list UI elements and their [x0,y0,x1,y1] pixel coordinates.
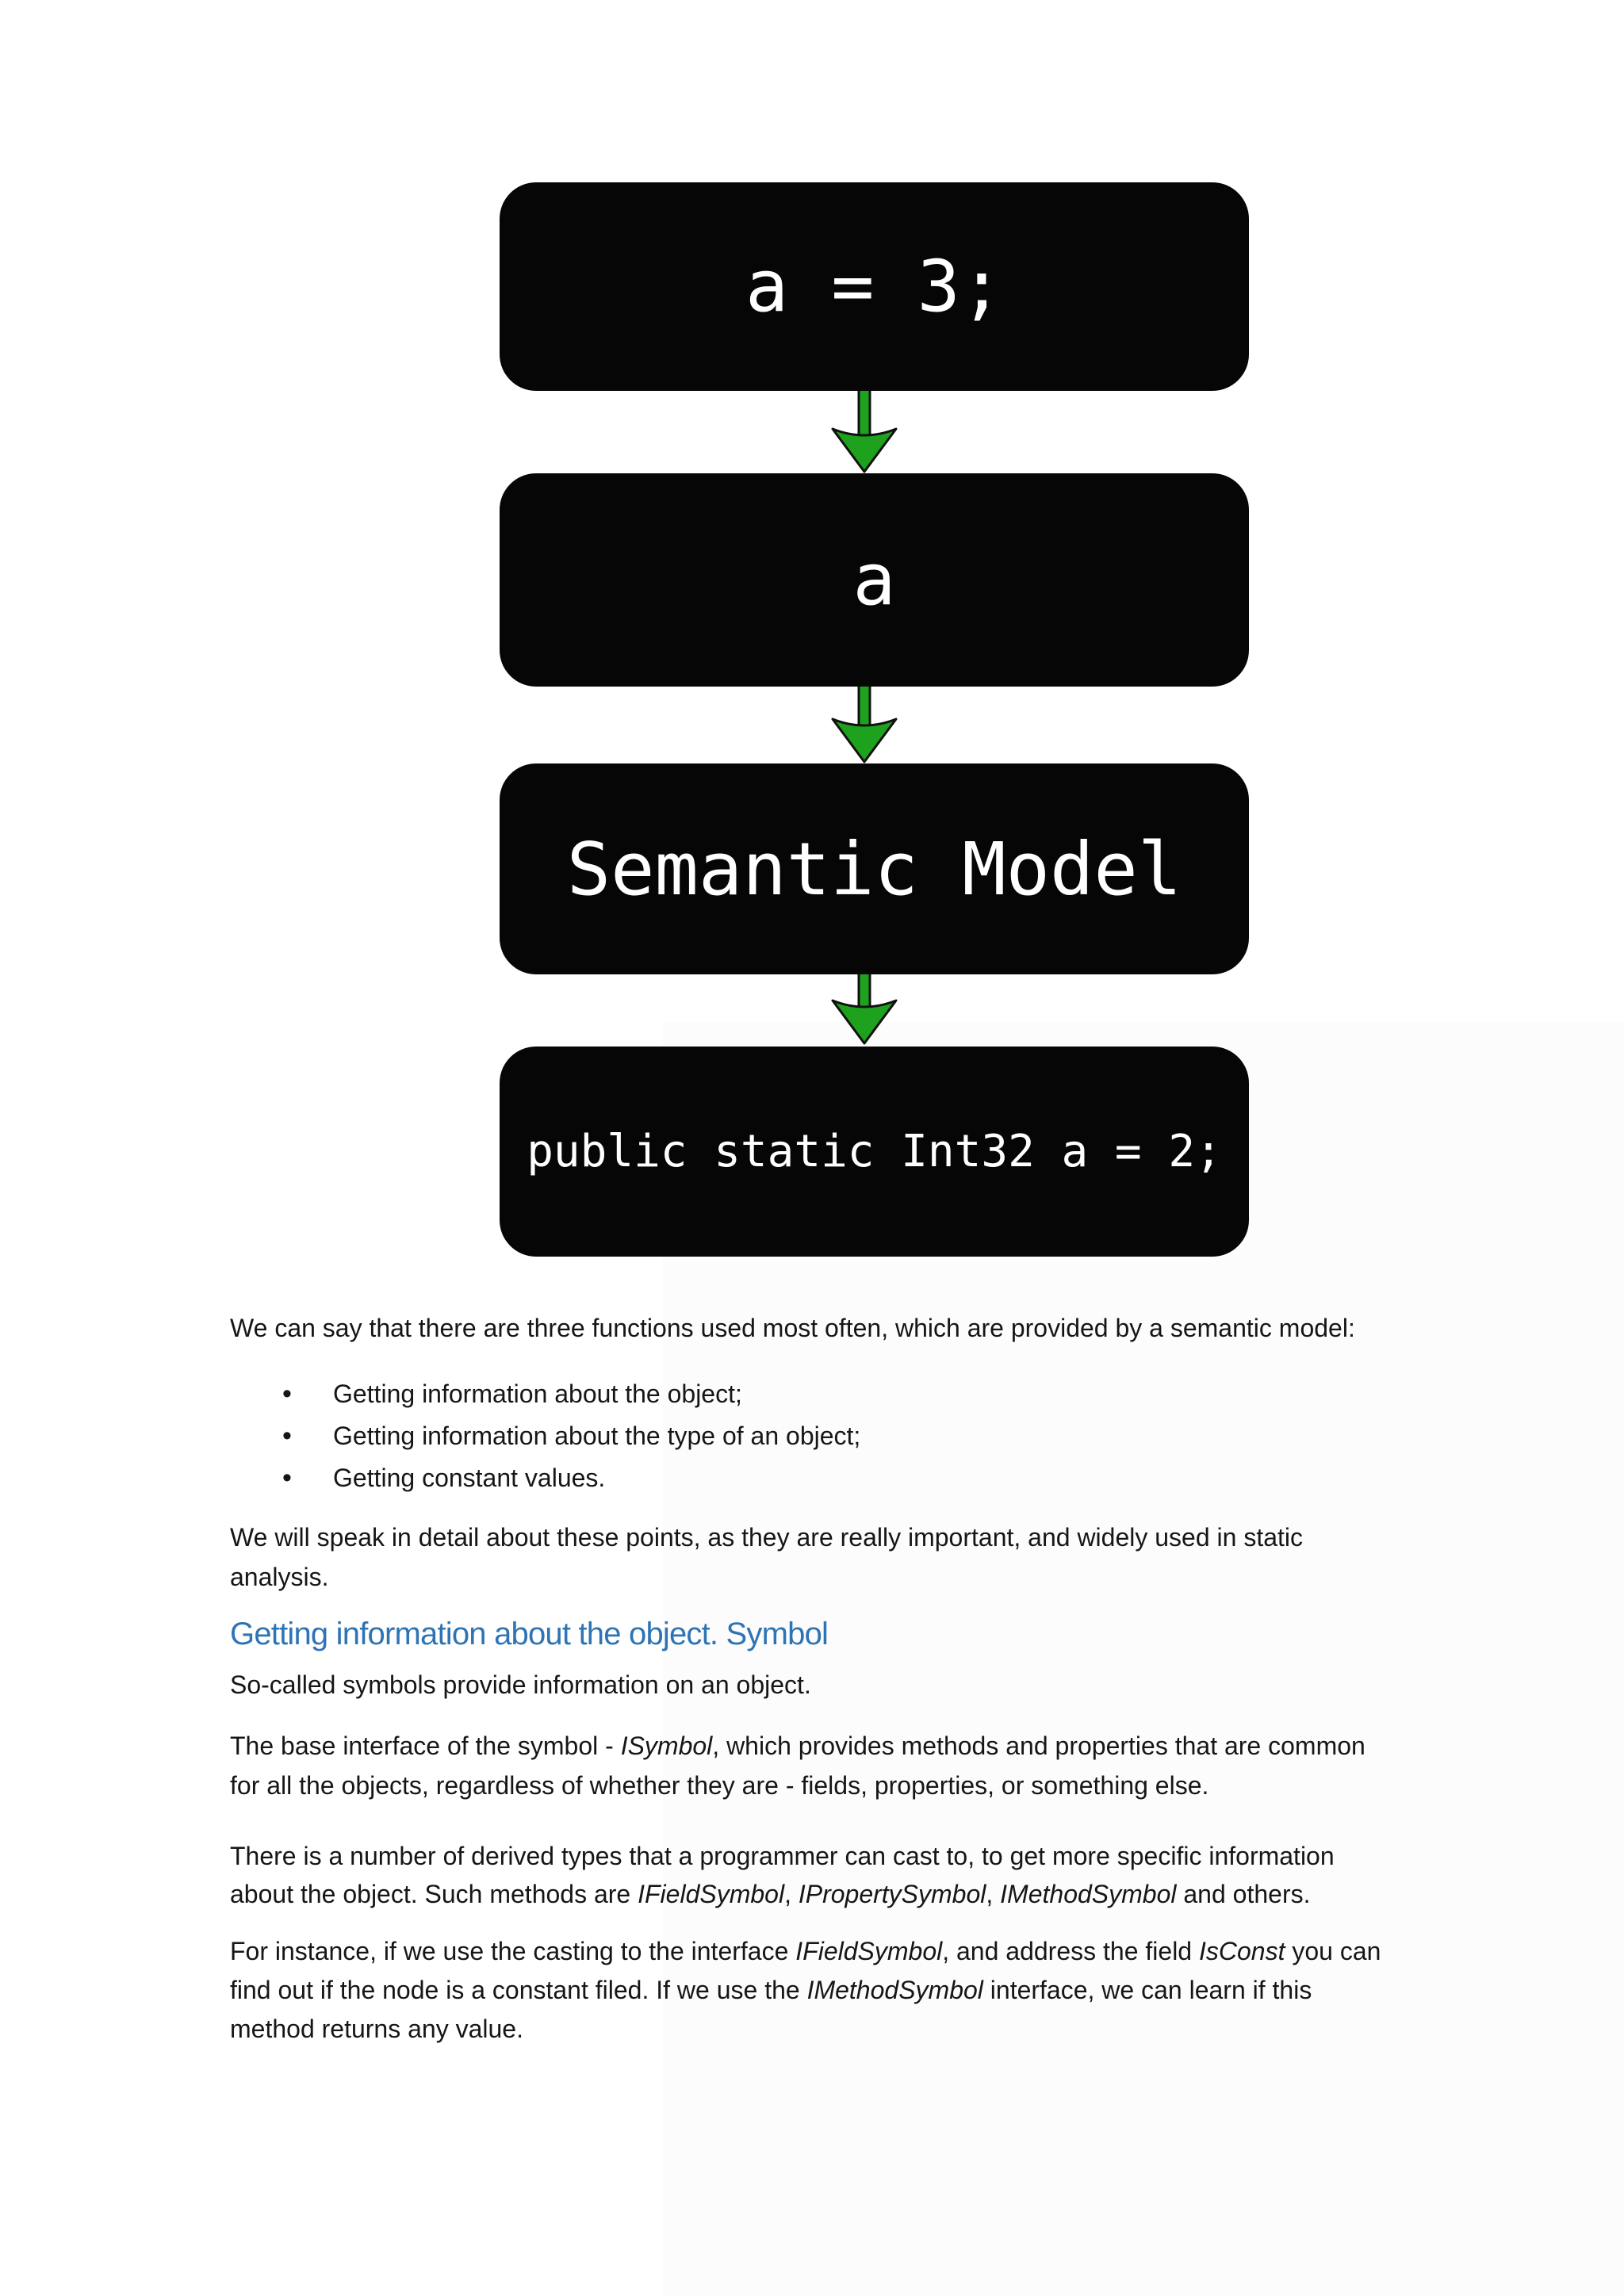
code-box-node: a [500,473,1249,687]
text-line: for all the objects, regardless of wheth… [230,1771,1209,1800]
bullet-list-item: • Getting information about the object; [230,1373,1499,1415]
socalled-paragraph: So-called symbols provide information on… [230,1665,1499,1705]
functions-bullet-list: • Getting information about the object; • G… [230,1373,1499,1499]
down-arrow-icon [831,391,898,473]
bullet-icon: • [282,1463,292,1493]
bullet-list-item: • Getting information about the type of a… [230,1415,1499,1457]
semantic-model-box: Semantic Model [500,763,1249,974]
text-line: analysis. [230,1563,329,1591]
bullet-text: Getting information about the type of an… [333,1422,861,1450]
text-line: There is a number of derived types that … [230,1842,1335,1870]
down-arrow-icon [831,687,898,763]
down-arrow-icon [831,974,898,1045]
code-box-symbol-declaration: public static Int32 a = 2; [500,1047,1249,1257]
text-line: We will speak in detail about these poin… [230,1523,1304,1552]
bullet-list-item: • Getting constant values. [230,1457,1499,1499]
text-line: For instance, if we use the casting to t… [230,1937,1381,1965]
text-line: The base interface of the symbol - ISymb… [230,1732,1365,1760]
text-line: So-called symbols provide information on… [230,1670,811,1699]
bullet-icon: • [282,1379,292,1409]
section-heading: Getting information about the object. Sy… [230,1617,829,1651]
speak-paragraph: We will speak in detail about these poin… [230,1517,1499,1597]
derived-types-paragraph: There is a number of derived types that … [230,1837,1499,1913]
code-box-expression: a = 3; [500,182,1249,391]
bullet-text: Getting constant values. [333,1464,606,1492]
text-line: method returns any value. [230,2015,523,2043]
intro-paragraph: We can say that there are three function… [230,1308,1499,1348]
text-line: We can say that there are three function… [230,1314,1355,1342]
base-interface-paragraph: The base interface of the symbol - ISymb… [230,1726,1499,1805]
for-instance-paragraph: For instance, if we use the casting to t… [230,1932,1499,2049]
bullet-icon: • [282,1421,292,1451]
text-line: about the object. Such methods are IFiel… [230,1880,1311,1908]
bullet-text: Getting information about the object; [333,1380,742,1408]
text-line: find out if the node is a constant filed… [230,1976,1312,2004]
